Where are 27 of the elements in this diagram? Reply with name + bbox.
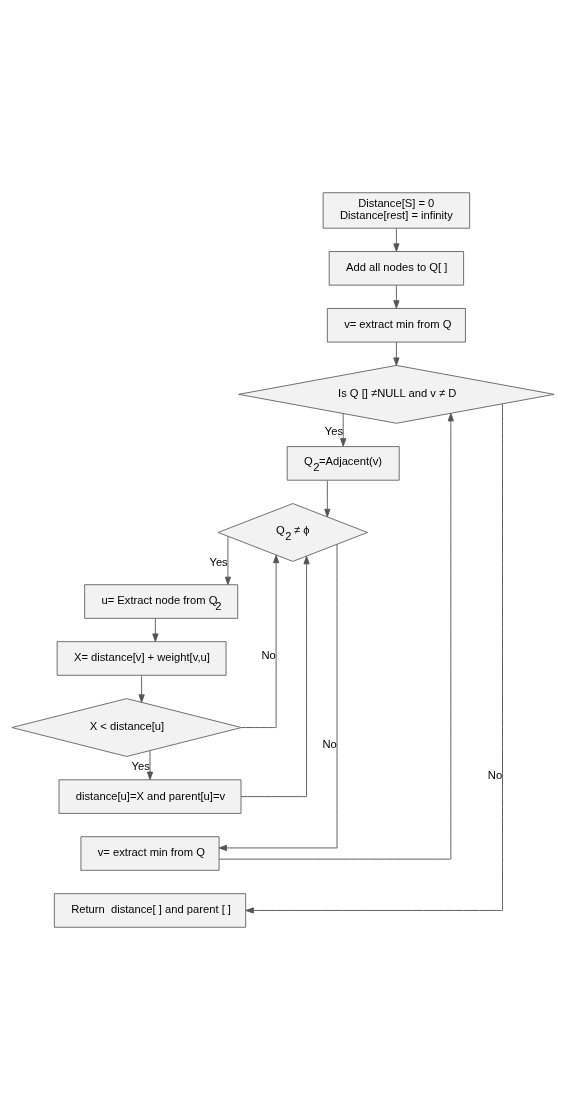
node-box: distance[u]=X and parent[u]=v	[58, 778, 242, 814]
node-box: Distance[S] = 0 Distance[rest] = infinity	[322, 191, 471, 229]
node-box: v= extract min from Q	[80, 835, 220, 871]
edge-label: No	[261, 648, 276, 661]
arrow	[324, 479, 331, 517]
arrow	[138, 674, 145, 703]
arrow	[218, 543, 338, 851]
edge-label: No	[322, 737, 337, 750]
arrow	[241, 554, 280, 728]
arrow	[240, 555, 310, 797]
node-box: Add all nodes to Q[ ]	[328, 250, 465, 286]
node-diamond: X < distance[u]	[11, 697, 242, 757]
node-box: X= distance[v] + weight[v,u]	[56, 640, 227, 676]
arrow	[340, 412, 347, 447]
arrow	[393, 284, 400, 309]
arrow	[245, 403, 503, 914]
arrow	[393, 227, 400, 252]
arrow	[146, 749, 154, 780]
edge-label: Yes	[131, 759, 150, 772]
edge-label: No	[487, 768, 503, 781]
arrow	[393, 341, 400, 366]
arrow	[152, 617, 159, 642]
node-box: Return distance[ ] and parent [ ]	[53, 892, 247, 928]
arrow	[224, 535, 231, 585]
edge-label: Yes	[324, 424, 343, 437]
arrow	[218, 412, 454, 860]
node-box: v= extract min from Q	[326, 307, 466, 343]
